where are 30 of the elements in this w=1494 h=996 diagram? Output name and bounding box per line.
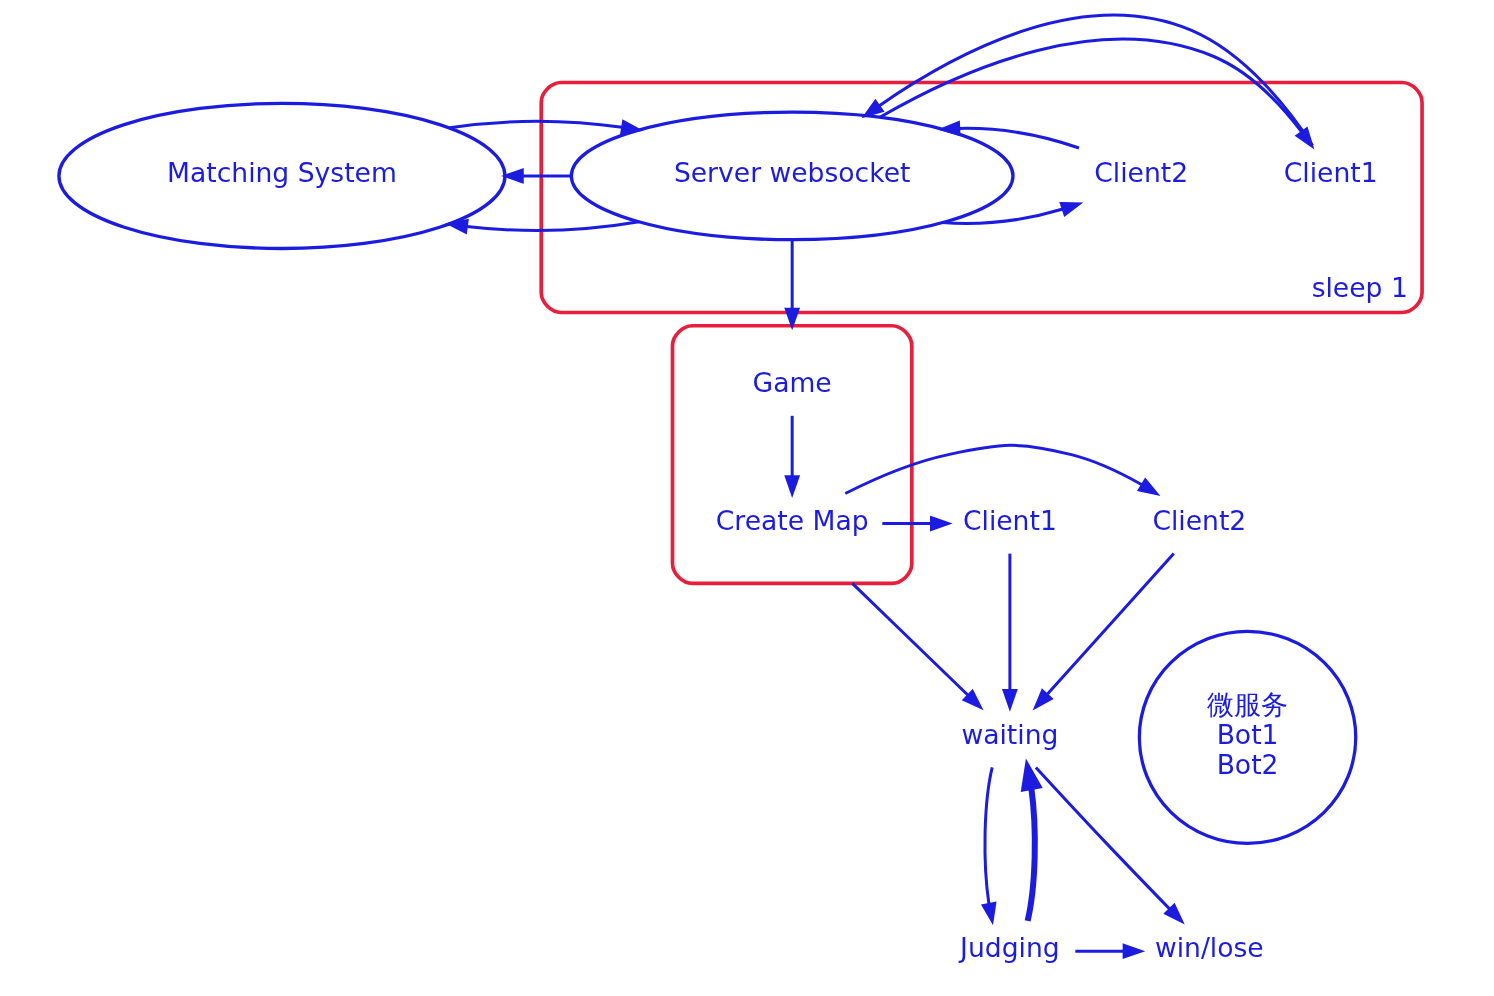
- arrow: [980, 767, 997, 926]
- arrow: [449, 119, 644, 135]
- cluster: [670, 323, 914, 586]
- arrow: [937, 120, 1080, 150]
- arrow: [1020, 758, 1043, 922]
- node-text: Client1: [1283, 157, 1378, 189]
- arrow: [1001, 553, 1018, 712]
- node-circle: 微服务 Bot1 Bot2: [1137, 629, 1358, 846]
- arrow: [942, 201, 1084, 225]
- arrow: [861, 13, 1314, 147]
- arrow: [882, 515, 953, 532]
- arrow: [1075, 943, 1146, 960]
- arrow: [501, 168, 572, 184]
- node-text: Judging: [960, 932, 1060, 964]
- arrow: [1032, 552, 1175, 711]
- node-text: waiting: [961, 718, 1059, 750]
- arrow: [851, 582, 984, 711]
- arrow: [844, 443, 1161, 496]
- node-ellipse: Server websocket: [569, 110, 1015, 242]
- arrow: [445, 218, 640, 235]
- arrow: [784, 415, 801, 498]
- node-text: Client1: [962, 504, 1057, 536]
- node-text: Create Map: [715, 504, 869, 536]
- node-text: win/lose: [1154, 932, 1264, 964]
- node-text: Client2: [1152, 504, 1247, 536]
- arrow: [784, 239, 801, 331]
- node-ellipse: Matching System: [57, 101, 507, 251]
- node-text: Game: [752, 366, 832, 398]
- node-text: Client2: [1094, 157, 1189, 189]
- arrow: [1034, 766, 1185, 925]
